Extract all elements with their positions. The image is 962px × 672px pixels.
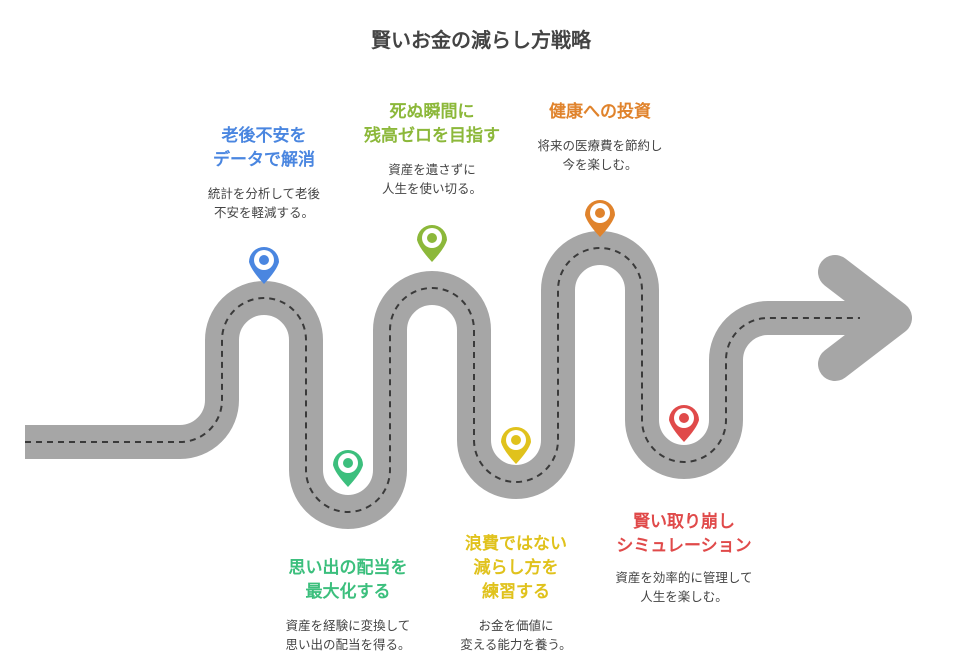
- step-3-desc: 資産を遺さずに 人生を使い切る。: [381, 162, 483, 196]
- map-pin-icon: [249, 247, 279, 284]
- road-centerline: [25, 247, 860, 513]
- page-title: 賢いお金の減らし方戦略: [371, 28, 591, 52]
- step-6-heading: 賢い取り崩し シミュレーション: [616, 512, 752, 556]
- step-2-heading: 思い出の配当を 最大化する: [288, 558, 408, 602]
- map-pin-icon: [501, 427, 531, 464]
- road: [25, 231, 912, 529]
- step-5-heading: 健康への投資: [549, 102, 651, 122]
- step-2-desc: 資産を経験に変換して 思い出の配当を得る。: [285, 618, 411, 652]
- step-1-heading: 老後不安を データで解消: [213, 126, 315, 170]
- map-pin-icon: [333, 450, 363, 487]
- step-4-desc: お金を価値に 変える能力を養う。: [460, 618, 572, 652]
- arrowhead: [818, 255, 912, 381]
- map-pin-icon: [585, 200, 615, 237]
- map-pin-icon: [669, 405, 699, 442]
- map-pin-icon: [417, 225, 447, 262]
- step-5-desc: 将来の医療費を節約し 今を楽しむ。: [537, 138, 663, 172]
- step-4-heading: 浪費ではない 減らし方を 練習する: [465, 534, 567, 602]
- step-3-heading: 死ぬ瞬間に 残高ゼロを目指す: [364, 102, 500, 146]
- step-6-desc: 資産を効率的に管理して 人生を楽しむ。: [615, 570, 753, 604]
- step-1-desc: 統計を分析して老後 不安を軽減する。: [207, 186, 321, 220]
